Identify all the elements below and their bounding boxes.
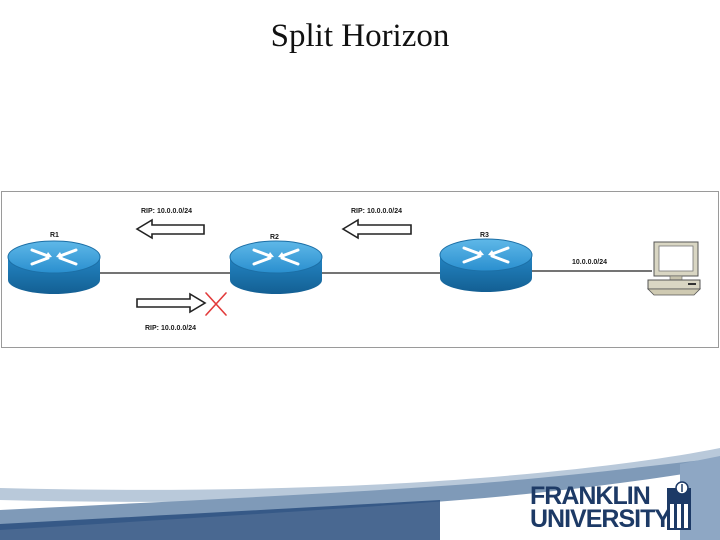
network-diagram: RIP: 10.0.0.0/24 RIP: 10.0.0.0/24 RIP: 1…: [1, 191, 719, 348]
rip-label-1: RIP: 10.0.0.0/24: [141, 208, 192, 215]
router-label-r3: R3: [480, 232, 489, 239]
blocked-x-icon: [205, 292, 227, 316]
router-label-r1: R1: [50, 232, 59, 239]
router-r1-icon: [7, 240, 101, 294]
footer-swoosh: [0, 448, 720, 540]
rip-update-arrow-left-1: [135, 218, 205, 240]
pc-icon: [647, 241, 701, 296]
rip-update-arrow-right-blocked: [136, 292, 207, 314]
router-label-r2: R2: [270, 234, 279, 241]
diagram-canvas: [7, 218, 701, 316]
logo-line-1: FRANKLIN: [530, 482, 651, 510]
logo-emblem-icon: [667, 481, 691, 530]
router-r2-icon: [229, 240, 323, 294]
rip-update-arrow-left-2: [341, 218, 412, 240]
slide-title: Split Horizon: [270, 18, 450, 54]
network-label: 10.0.0.0/24: [572, 259, 608, 266]
router-r3-icon: [439, 238, 533, 292]
rip-label-3: RIP: 10.0.0.0/24: [145, 325, 196, 332]
rip-label-2: RIP: 10.0.0.0/24: [351, 208, 402, 215]
logo-line-2: UNIVERSITY: [530, 505, 671, 533]
